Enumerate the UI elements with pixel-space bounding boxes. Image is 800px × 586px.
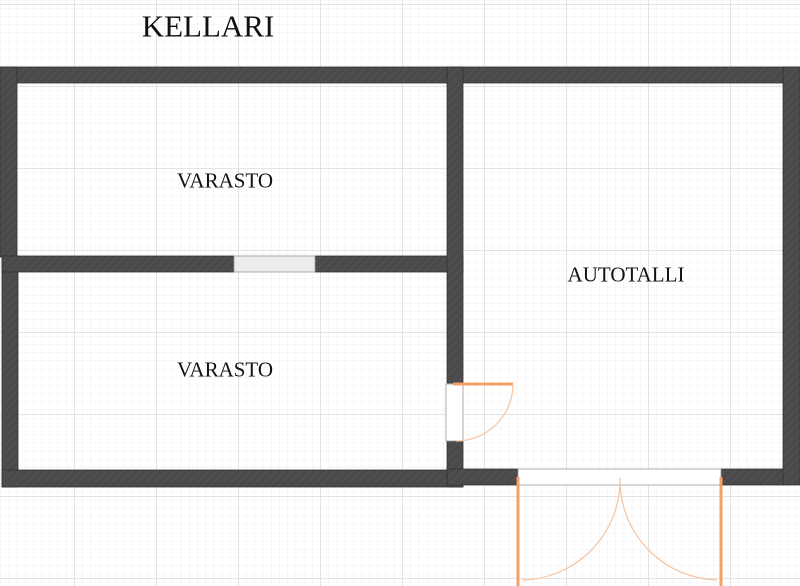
garage-door-right[interactable] [619, 477, 723, 586]
opening-side-door[interactable] [445, 383, 464, 442]
side-door-swing-arc [455, 384, 514, 442]
garage-door-left[interactable] [516, 477, 621, 586]
garage-door-left-swing-arc [521, 477, 621, 581]
doors-layer [453, 382, 723, 586]
plan-title: KELLARI [141, 8, 275, 44]
wall-middle-horizontal-left[interactable] [1, 255, 235, 273]
wall-middle-horizontal-right[interactable] [314, 255, 464, 273]
wall-top-right[interactable] [446, 66, 800, 84]
wall-center-vertical-upper[interactable] [446, 66, 464, 384]
wall-bottom-mid[interactable] [446, 468, 519, 486]
wall-left-lower[interactable] [1, 255, 19, 488]
room-label-autotalli[interactable]: AUTOTALLI [567, 262, 685, 287]
side-door[interactable] [453, 382, 514, 442]
opening-varasto-passage[interactable] [233, 255, 316, 273]
wall-left-upper[interactable] [0, 66, 18, 258]
wall-right[interactable] [782, 66, 800, 486]
room-label-varasto-upper[interactable]: VARASTO [176, 168, 274, 193]
wall-top-left[interactable] [0, 66, 464, 84]
room-label-varasto-lower[interactable]: VARASTO [176, 357, 274, 382]
walls-layer [0, 66, 800, 488]
openings-layer [233, 255, 722, 486]
garage-door-right-swing-arc [619, 477, 718, 581]
wall-bottom-right[interactable] [720, 468, 785, 486]
wall-bottom-left[interactable] [1, 469, 464, 488]
